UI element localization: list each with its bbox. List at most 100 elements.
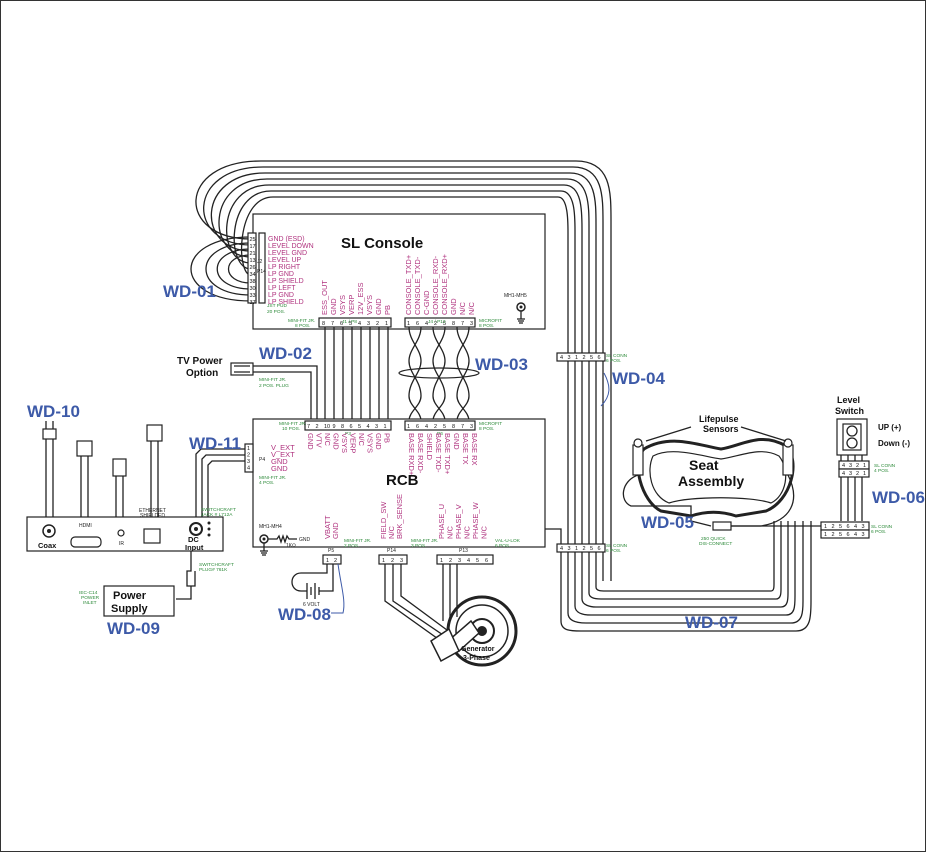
- sens-conn-note-1: SL CONN: [871, 524, 893, 530]
- wd06-label: WD-06: [872, 488, 925, 507]
- p4-connector: [244, 443, 254, 473]
- p4-pin-label: GND: [271, 464, 288, 473]
- p5-label: P5: [328, 548, 334, 554]
- p4-pin-number: 1: [247, 446, 250, 452]
- p5-pin-number: 2: [334, 558, 337, 564]
- p14-pin-number: 3: [400, 558, 403, 564]
- p13-note-2: 6 POS.: [495, 543, 510, 549]
- p4-note-2: 4 POS.: [259, 480, 274, 486]
- p13-label: P13: [459, 548, 468, 554]
- generator-label-1: Generator: [461, 646, 495, 653]
- j1-pin-number: 3: [367, 321, 370, 327]
- p13-pin-label: PHASE_W: [471, 501, 480, 539]
- level-conn-top-pin-number: 1: [863, 463, 866, 469]
- p14-pin-number: 1: [382, 558, 385, 564]
- lifepulse-label-2: Sensors: [703, 424, 739, 434]
- sl-conn-bot-note-2: 6 POS.: [606, 548, 621, 554]
- p6-pin-label: BASE TX: [461, 433, 470, 465]
- wd05-label: WD-05: [641, 513, 694, 532]
- sl-console-left-pin-label: LP GND: [268, 292, 294, 299]
- seat-assembly: [622, 426, 821, 531]
- iec-note-1: IEC-C14: [79, 590, 98, 596]
- p3-pin-number: 6: [350, 424, 353, 430]
- j4-connector: [404, 317, 476, 328]
- generator: [384, 564, 518, 667]
- resistor-icon: [268, 533, 297, 545]
- sens-conn-bottom-pin-number: 1: [824, 532, 827, 538]
- sens-conn-top-pin-number: 5: [839, 524, 842, 530]
- seat-label-2: Assembly: [678, 473, 744, 489]
- level-conn-top-pin-number: 4: [842, 463, 845, 469]
- sl-console-left-pin-number: 21: [250, 251, 256, 257]
- wd01-harness: [190, 160, 612, 581]
- sl-console-left-pin-label: GND (ESD): [268, 236, 305, 243]
- lifepulse-label-1: Lifepulse: [699, 414, 739, 424]
- dc-input-label-2: Input: [185, 543, 204, 552]
- p14-note-2: 3 POS.: [411, 543, 426, 549]
- p13-pin-number: 1: [440, 558, 443, 564]
- sens-conn-note-2: 6 POS.: [871, 529, 886, 535]
- sens-conn-bottom-pin-number: 2: [832, 532, 835, 538]
- p14-pin-label: FIELD_SW: [379, 501, 388, 539]
- sl-conn-bottom-pin-number: 5: [590, 546, 593, 552]
- wd04-label: WD-04: [612, 369, 665, 388]
- plug-note-1: SWITCHCRAFT: [199, 562, 234, 568]
- sl-console-left-pin-label: LP SHIELD: [268, 299, 304, 306]
- j1-pin-label: VERP: [347, 295, 356, 315]
- j4-pin-label: CONSOLE_TXD+: [404, 254, 413, 315]
- p4-label: P4: [259, 457, 265, 463]
- plug-note-2: PLUG# 761K: [199, 567, 228, 573]
- wd08-label: WD-08: [278, 605, 331, 624]
- sl-conn-bottom-pin-number: 2: [583, 546, 586, 552]
- p13-pin-label: PHASE_V: [454, 504, 463, 539]
- power-supply-box: [103, 585, 175, 617]
- p6-note-1: MICROFIT: [479, 421, 502, 427]
- p5-note-2: 2 POS.: [344, 543, 359, 549]
- sl-console-left-pin-label: LP RIGHT: [268, 264, 301, 271]
- level-conn-bottom-pin-number: 4: [842, 471, 845, 477]
- wd04-leader: [600, 372, 610, 407]
- jst-pud-note-2: 20 POS.: [267, 309, 285, 315]
- wd07-label: WD-07: [685, 613, 738, 632]
- p4-pin-number: 3: [247, 459, 250, 465]
- wd07-harness: [545, 521, 812, 632]
- wd02-label: WD-02: [259, 344, 312, 363]
- sl-conn-top-pin-number: 3: [568, 355, 571, 361]
- sens-conn-top-pin-number: 4: [854, 524, 857, 530]
- j1-pin-label: GND: [329, 298, 338, 315]
- rcb-gnd-label: GND: [299, 537, 311, 543]
- j1-pin-number: 6: [340, 321, 343, 327]
- ethernet-label-2: SHIELDED: [140, 513, 165, 519]
- sens-conn-top-pin-number: 6: [847, 524, 850, 530]
- sens-conn-bottom-connector: [820, 529, 870, 539]
- tv-power-label-1: TV Power: [177, 356, 223, 367]
- sl-conn-bottom-pin-number: 1: [575, 546, 578, 552]
- hdmi-label: HDMI: [79, 523, 92, 529]
- level-conn-top-pin-number: 2: [856, 463, 859, 469]
- p5-note-1: MINI-FIT JR.: [344, 538, 371, 544]
- quick-note-2: DIS-CONNECT: [699, 541, 732, 547]
- sl-console-left-pin-number: 25: [250, 237, 256, 243]
- p6-pin-number: 3: [470, 424, 473, 430]
- j1-pin-label: VSYS: [365, 295, 374, 315]
- p3-note-2: 10 POS.: [282, 426, 300, 432]
- wd11-wires: [195, 448, 245, 521]
- sl-console-left-pin-number: 37: [250, 300, 256, 306]
- sens-conn-top-pin-number: 2: [832, 524, 835, 530]
- sl-console-left-pin-number: 33: [250, 293, 256, 299]
- level-down-label: Down (-): [878, 439, 910, 448]
- sl-console-title: SL Console: [341, 235, 423, 252]
- seat-label-1: Seat: [689, 457, 719, 473]
- p3-pin-number: 2: [316, 424, 319, 430]
- p3-pin-label: PB: [383, 433, 392, 443]
- j4-pin-number: 3: [470, 321, 473, 327]
